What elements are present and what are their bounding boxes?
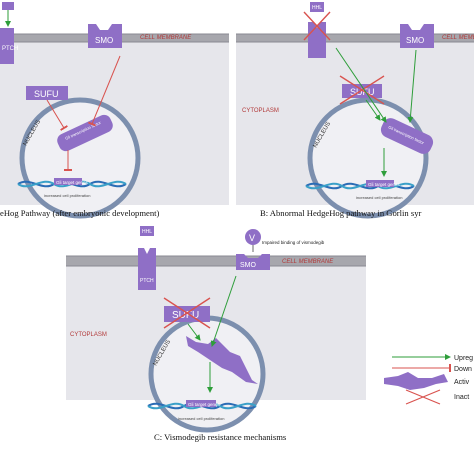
smo-label: SMO [240, 262, 257, 269]
hhl-ligand [2, 2, 14, 10]
cell-membrane-label: CELL MEMBRANE [282, 259, 334, 265]
ptch-receptor [308, 22, 326, 58]
cytoplasm-label: CYTOPLASM [242, 108, 279, 114]
vismodegib-symbol [245, 229, 261, 245]
cytoplasm-label: CYTOPLASM [70, 332, 107, 338]
cell-membrane-label: CELL MEMBRANE [442, 35, 474, 41]
caption-a: eHog Pathway (after embryonic developmen… [0, 208, 160, 218]
sufu-protein [26, 86, 68, 100]
cell-membrane-label: CELL MEMBRANE [140, 35, 192, 41]
increased-proliferation-label: increased cell proliferation [178, 416, 224, 421]
sufu-protein [342, 84, 382, 98]
panel-b: CELL MEMBRANE HHL SMO CYTOPLASM NUCLEUS … [236, 2, 474, 219]
nucleus [19, 97, 141, 219]
sufu-label: SUFU [350, 87, 375, 97]
panel-c: CELL MEMBRANE HHL PTCH V Impaired bindin… [66, 226, 366, 433]
panel-a: CELL MEMBRANE PTCH SMO NUCLEUS SUFU Gli … [0, 2, 229, 219]
gli-target-genes-label: Gli target genes [368, 182, 401, 187]
gli-target-genes-label: Gli target genes [188, 402, 221, 407]
vismodegib-symbol-label: V [249, 233, 255, 243]
caption-b: B: Abnormal HedgeHog pathway in Gorlin s… [260, 208, 422, 218]
legend-label: Activ [454, 379, 470, 386]
smo-label: SMO [95, 36, 113, 45]
legend-label: Upreg [454, 355, 473, 362]
hhl-label: HHL [312, 5, 322, 11]
ptch-receptor [0, 28, 14, 64]
ptch-label: PTCH [140, 278, 154, 284]
hhl-ligand [140, 226, 154, 236]
smo-receptor [236, 254, 270, 270]
increased-proliferation-label: increased cell proliferation [356, 195, 402, 200]
legend: Upreg Down Activ Inact [384, 354, 473, 405]
legend-label: Down [454, 366, 472, 373]
cell-membrane [66, 256, 366, 266]
increased-proliferation-label: increased cell proliferation [44, 193, 90, 198]
ptch-label: PTCH [2, 46, 18, 52]
smo-receptor [88, 24, 122, 48]
caption-c: C: Vismodegib resistance mechanisms [154, 432, 287, 442]
gli-target-genes-label: Gli target genes [56, 180, 89, 185]
activated-gli-mutant [186, 336, 258, 384]
hhl-label: HHL [142, 229, 152, 235]
sufu-label: SUFU [34, 89, 59, 99]
hhl-ligand [310, 2, 324, 12]
legend-activated-shape [384, 372, 448, 390]
sufu-label: SUFU [172, 310, 199, 321]
gli-transcription-factor [57, 114, 113, 152]
smo-receptor [400, 24, 434, 48]
ptch-receptor [138, 248, 156, 290]
impaired-binding-label: Impaired binding of vismodegib [262, 240, 325, 245]
cell-membrane [236, 34, 474, 42]
sufu-protein [164, 306, 210, 322]
gli-transcription-factor [380, 118, 434, 154]
legend-label: Inact [454, 394, 469, 401]
smo-label: SMO [406, 36, 424, 45]
